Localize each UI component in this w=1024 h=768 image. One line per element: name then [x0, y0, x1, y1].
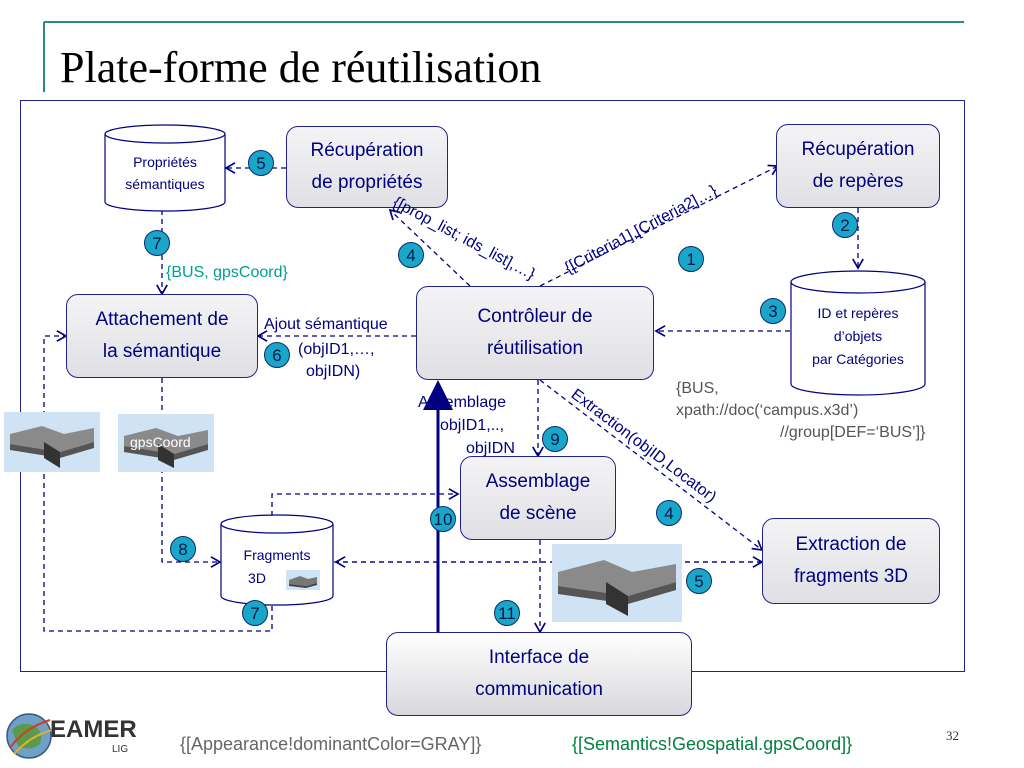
step-badge: 1	[678, 246, 704, 272]
ajout-label-line2: (objID1,…,	[298, 341, 375, 358]
box-line: Récupération	[801, 139, 915, 160]
box-line: Récupération	[310, 140, 424, 161]
box-line: la sémantique	[102, 341, 222, 362]
interface-communication-box[interactable]: Interface de communication	[386, 632, 692, 716]
box-line: Contrôleur de	[477, 306, 593, 327]
box-line: Attachement de	[95, 309, 229, 330]
step-badge: 7	[144, 230, 170, 256]
ajout-label-line3: objIDN)	[306, 363, 361, 380]
step-badge: 9	[542, 426, 568, 452]
proprietes-semantiques-store: Propriétés sémantiques	[104, 124, 226, 212]
building-thumbnail-icon	[286, 570, 320, 590]
cyl-line: sémantiques	[125, 176, 205, 192]
step-badge: 5	[248, 150, 274, 176]
box-line: de repères	[812, 171, 904, 192]
step-badge: 10	[430, 506, 456, 532]
step-badge: 4	[398, 242, 424, 268]
bus-xpath-line3: //group[DEF=‘BUS’]}	[780, 424, 926, 441]
step-badge: 3	[760, 298, 786, 324]
step-badge: 7	[242, 600, 268, 626]
step-badge: 8	[170, 536, 196, 562]
assemblage-ids-line1: Assemblage	[418, 394, 507, 411]
box-line: de propriétés	[311, 172, 423, 193]
step-badge: 5	[686, 568, 712, 594]
bus-xpath-line2: xpath://doc(‘campus.x3d’)	[676, 402, 859, 419]
extraction-fragments-box[interactable]: Extraction de fragments 3D	[762, 518, 940, 604]
ajout-label-line1: Ajout sémantique	[264, 316, 388, 333]
box-line: de scène	[499, 503, 577, 524]
logo-text: EAMER	[50, 716, 137, 743]
cyl-line: Fragments	[243, 547, 311, 563]
page-title: Plate-forme de réutilisation	[60, 43, 542, 92]
appearance-footer: {[Appearance!dominantColor=GRAY]}	[180, 734, 482, 754]
attachement-semantique-box[interactable]: Attachement de la sémantique	[66, 294, 258, 378]
logo-subtext: LIG	[112, 744, 129, 755]
step-badge: 2	[832, 212, 858, 238]
box-line: Extraction de	[795, 534, 907, 555]
bus-gps-label: {BUS, gpsCoord}	[166, 264, 288, 281]
cyl-line: par Catégories	[812, 351, 904, 367]
controleur-box[interactable]: Contrôleur de réutilisation	[416, 286, 654, 380]
box-line: fragments 3D	[793, 566, 909, 587]
page-number: 32	[946, 728, 959, 743]
bus-xpath-line1: {BUS,	[676, 380, 719, 397]
recuperation-reperes-box[interactable]: Récupération de repères	[776, 124, 940, 208]
cyl-line: 3D	[248, 570, 266, 586]
recuperation-proprietes-box[interactable]: Récupération de propriétés	[286, 126, 448, 208]
cyl-line: Propriétés	[133, 154, 197, 170]
semantics-footer: {[Semantics!Geospatial.gpsCoord]}	[572, 734, 853, 754]
fragments-3d-store: Fragments 3D	[220, 514, 334, 606]
building-image-left	[4, 412, 100, 472]
box-line: communication	[475, 679, 603, 700]
box-line: Assemblage	[485, 471, 591, 492]
step-badge: 6	[264, 342, 290, 368]
globe-logo-icon	[6, 713, 53, 759]
assemblage-scene-box[interactable]: Assemblage de scène	[460, 456, 616, 540]
gpscoord-overlay-label: gpsCoord	[130, 434, 191, 450]
cyl-line: ID et repères	[817, 305, 899, 321]
assemblage-ids-line2: objID1,..,	[440, 417, 505, 434]
building-image-gps	[118, 414, 214, 472]
step-badge: 11	[494, 600, 520, 626]
box-line: réutilisation	[486, 338, 584, 359]
ids-reperes-store: ID et repères d’objets par Catégories	[790, 270, 926, 396]
assemblage-ids-line3: objIDN	[466, 440, 515, 457]
box-line: Interface de	[488, 647, 590, 668]
cyl-line: d’objets	[833, 328, 883, 344]
building-image-right	[552, 544, 682, 622]
step-badge: 4	[656, 500, 682, 526]
